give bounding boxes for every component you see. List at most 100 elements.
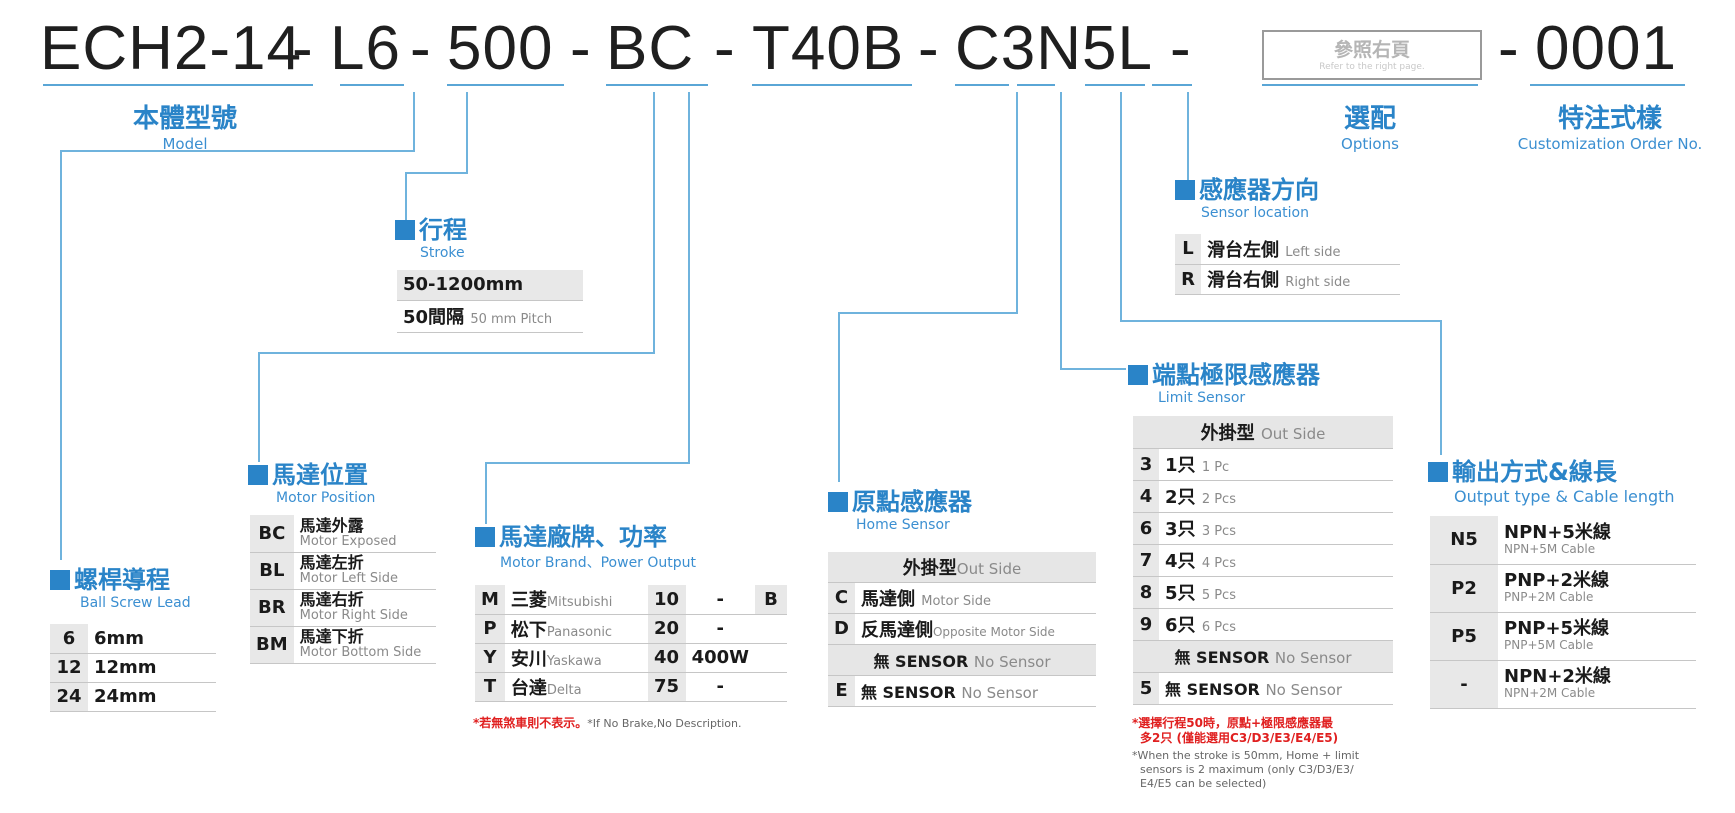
brand-zh: 松下: [510, 619, 547, 641]
home-desc: 無 SENSOR No Sensor: [854, 675, 1096, 707]
output-main: PNP+2米線: [1504, 570, 1610, 592]
conn-line: [405, 172, 407, 220]
home-sensor-title: 原點感應器: [828, 482, 972, 517]
output-code: -: [1430, 660, 1498, 709]
limit-header-en: Out Side: [1260, 424, 1326, 443]
brand-name: 台達Delta: [504, 672, 648, 702]
output-code: P2: [1430, 564, 1498, 613]
model-label-en: Model: [162, 135, 208, 153]
custom-label-en: Customization Order No.: [1517, 135, 1703, 153]
conn-line: [1120, 92, 1122, 322]
motor-brand-title: 馬達廠牌、功率: [475, 517, 696, 552]
sensor-location-title-zh: 感應器方向: [1199, 176, 1319, 204]
brand-code: P: [475, 614, 505, 644]
limit-code: 5: [1133, 672, 1159, 705]
home-sensor-title-zh: 原點感應器: [852, 488, 972, 516]
brand-name: 安川Yaskawa: [504, 643, 648, 673]
brand-en: Yaskawa: [546, 653, 602, 669]
home-none: 無 SENSOR No Sensor: [828, 644, 1096, 676]
motor-position-zh: 馬達右折: [299, 590, 364, 610]
lead-code: 6: [50, 624, 88, 654]
output-title-zh: 輸出方式&線長: [1452, 458, 1617, 486]
location-zh: 滑台左側: [1207, 239, 1279, 261]
limit-en: 3 Pcs: [1201, 524, 1236, 539]
options-label: 選配 Options: [1300, 98, 1440, 153]
brand-name: 三菱Mitsubishi: [504, 585, 648, 615]
home-e-en: No Sensor: [961, 683, 1038, 702]
brand-en: Mitsubishi: [546, 595, 613, 611]
limit-en: 5 Pcs: [1201, 588, 1236, 603]
model-base: ECH2-14: [40, 14, 302, 83]
conn-line: [653, 92, 655, 354]
motor-position-zh: 馬達左折: [299, 553, 364, 573]
output-title: 輸出方式&線長: [1428, 452, 1675, 487]
output-sub: NPN+5M Cable: [1504, 541, 1596, 556]
conn-line: [60, 150, 62, 560]
home-en: Opposite Motor Side: [932, 624, 1055, 639]
home-none-zh: 無 SENSOR: [873, 651, 969, 671]
home-en: Motor Side: [921, 593, 992, 609]
limit-note-zh-2: 多2只 (僅能選用C3/D3/E3/E4/E5): [1140, 731, 1339, 745]
brake-code: [755, 672, 787, 702]
home-zh: 反馬達側: [860, 619, 933, 641]
sensor-location-title-en: Sensor location: [1201, 205, 1309, 221]
motor-position-zh: 馬達下折: [299, 627, 364, 647]
limit-none-en: No Sensor: [1274, 649, 1352, 667]
sensor-location-section: 感應器方向 Sensor location: [1175, 170, 1319, 221]
dash: -: [714, 14, 736, 83]
power-value: 400W: [685, 643, 755, 673]
motor-position-code: BC: [606, 14, 695, 83]
motor-position-en: Motor Left Side: [299, 571, 399, 587]
motor-brand-note: *若無煞車則不表示。*If No Brake,No Description.: [473, 712, 742, 731]
output-title-en: Output type & Cable length: [1454, 487, 1675, 506]
limit-en: 2 Pcs: [1201, 492, 1236, 507]
limit-sensor-note: *選擇行程50時，原點+極限感應器最 多2只 (僅能選用C3/D3/E3/E4/…: [1132, 716, 1359, 790]
brand-code: T: [475, 672, 505, 702]
square-marker-icon: [1428, 462, 1448, 482]
brake-code: B: [755, 585, 787, 615]
limit-desc: 4只 4 Pcs: [1159, 544, 1393, 577]
limit-zh: 2只: [1165, 487, 1196, 508]
motor-position-en: Motor Exposed: [299, 533, 397, 549]
motor-position-code: BR: [250, 589, 294, 627]
lead-title-en: Ball Screw Lead: [80, 595, 191, 611]
conn-line: [60, 150, 415, 152]
stroke-range: 50-1200mm: [397, 270, 583, 301]
limit-none-zh: 無 SENSOR: [1174, 648, 1270, 667]
home-header-zh: 外掛型: [902, 557, 957, 579]
motor-brand-code: T40B: [752, 14, 905, 83]
table-row: 50-1200mm: [397, 270, 583, 301]
location-desc: 滑台右側 Right side: [1201, 264, 1400, 295]
limit-note-en-1: *When the stroke is 50mm, Home + limit: [1132, 749, 1360, 762]
table-row: 外掛型Out Side: [828, 552, 1096, 583]
home-zh: 馬達側: [860, 588, 915, 610]
power-code: 75: [647, 672, 686, 702]
motor-position-title-zh: 馬達位置: [272, 461, 368, 489]
limit-desc: 無 SENSOR No Sensor: [1159, 672, 1393, 705]
limit-zh: 1只: [1165, 455, 1196, 476]
lead-section: 螺桿導程 Ball Screw Lead: [50, 560, 191, 611]
stroke-code: 500: [447, 14, 554, 83]
underline-options: [1262, 84, 1478, 86]
output-section: 輸出方式&線長 Output type & Cable length: [1428, 452, 1675, 506]
lead-code: 12: [50, 653, 88, 683]
brand-en: Delta: [546, 682, 582, 698]
motor-position-en: Motor Right Side: [299, 608, 408, 624]
brand-note-zh: *若無煞車則不表示。: [473, 716, 588, 730]
motor-position-title: 馬達位置: [248, 455, 375, 490]
